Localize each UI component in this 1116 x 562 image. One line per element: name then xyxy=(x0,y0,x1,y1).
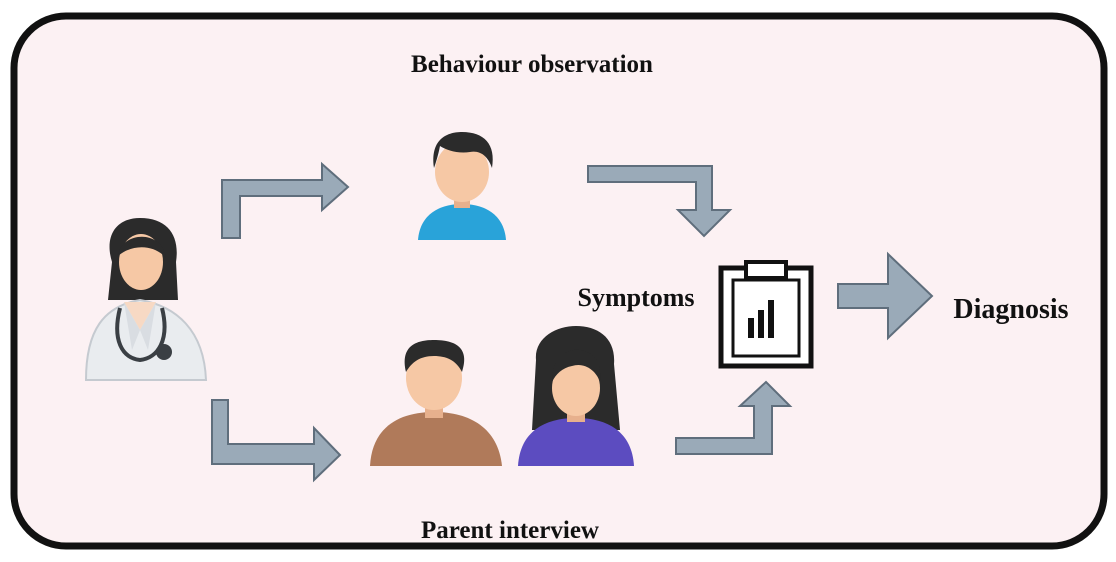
child-icon xyxy=(418,132,506,240)
behaviour-observation-label: Behaviour observation xyxy=(411,51,653,78)
symptoms-label: Symptoms xyxy=(577,283,694,312)
arrow-doctor-to-parents xyxy=(211,399,342,483)
arrow-parents-to-symptoms xyxy=(675,380,793,455)
arrow-child-to-symptoms xyxy=(587,165,733,238)
arrow-doctor-to-child xyxy=(221,161,350,239)
father-icon xyxy=(370,340,502,466)
diagnosis-label: Diagnosis xyxy=(953,294,1068,325)
clipboard-chart-icon xyxy=(718,260,814,369)
mother-icon xyxy=(518,326,634,466)
parent-interview-label: Parent interview xyxy=(421,517,599,544)
diagram-frame xyxy=(10,12,1108,550)
doctor-icon xyxy=(84,218,208,381)
arrow-symptoms-to-diagnosis xyxy=(837,251,934,341)
